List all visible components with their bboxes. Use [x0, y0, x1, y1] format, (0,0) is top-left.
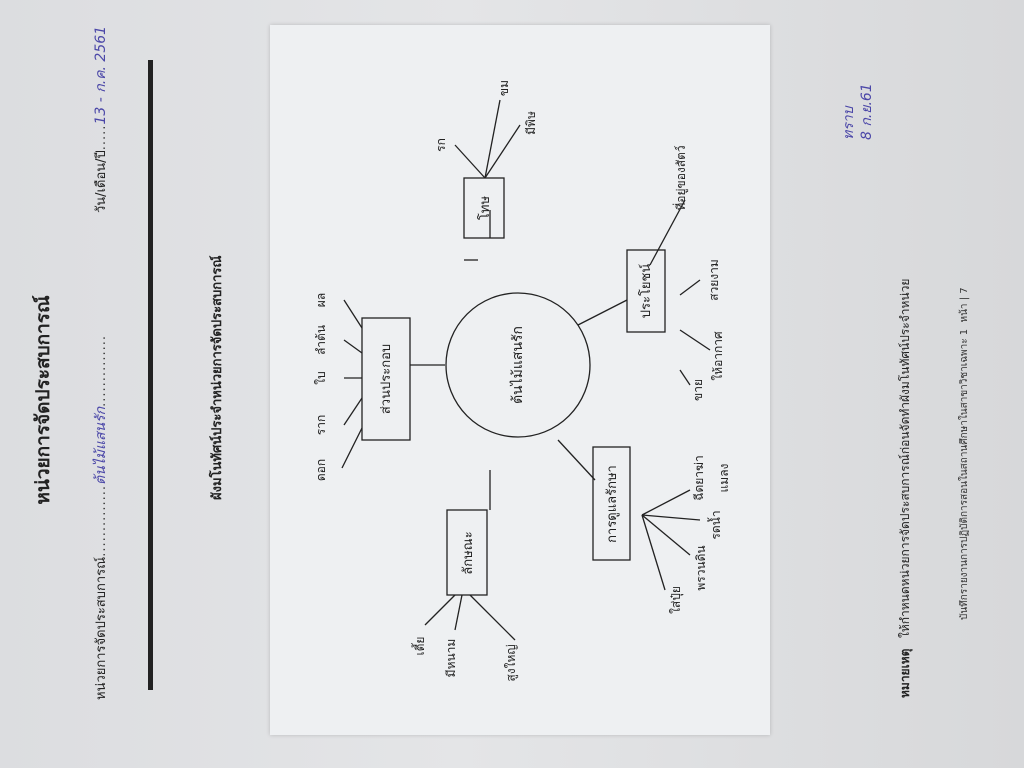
leaf-sell: ขาย [691, 379, 705, 401]
page-number: หน้า | 7 [959, 287, 970, 323]
traits-label: ลักษณะ [461, 531, 476, 574]
center-label: ต้นไม้แสนรัก [509, 326, 526, 404]
components-label: ส่วนประกอบ [379, 344, 394, 414]
leaf-till-soil: พรวนดิน [694, 545, 708, 590]
leaf-insects: แมลง [717, 464, 731, 493]
leaf-poisonous: มีพิษ [524, 111, 538, 135]
approval-line-2: 8 ก.ย.61 [859, 83, 875, 140]
leaf-flower: ดอก [314, 459, 328, 481]
connectors [341, 99, 711, 641]
harm-label: โทษ [477, 196, 493, 221]
leaf-tall: สูงใหญ่ [504, 644, 519, 681]
leaf-messy: รก [434, 138, 448, 152]
leaf-fruit: ผล [314, 293, 328, 307]
leaf-stem: ลำต้น [314, 325, 328, 355]
footer-text: บันทึกรายงานการปฏิบัติการสอนในสถานศึกษาใ… [959, 328, 970, 620]
leaf-spray: ฉีดยาฆ่า [692, 455, 706, 500]
leaf-water: รดน้ำ [707, 510, 723, 539]
note-text: ให้กำหนดหน่วยการจัดประสบการณ์ก่อนจัดทำผั… [898, 278, 912, 638]
leaf-thorny: มีหนาม [444, 639, 458, 678]
leaf-fertilize: ใส่ปุ๋ย [669, 586, 684, 614]
harm-box [463, 177, 505, 239]
leaf-short: เตี้ย [411, 637, 427, 656]
leaf-gives-air: ให้อากาศ [711, 331, 725, 381]
care-box [592, 446, 631, 561]
traits-box [446, 509, 488, 596]
approval-handwriting: ทราบ 8 ก.ย.61 [840, 83, 876, 140]
note-label: หมายเหตุ [898, 648, 912, 698]
leaf-bitter: ขม [497, 80, 511, 96]
leaf-beautiful: สวยงาม [707, 259, 721, 301]
leaf-animal-habitat: ที่อยู่ของสัตว์ [672, 145, 689, 210]
components-box [361, 317, 411, 441]
leaf-leaf: ใบ [314, 371, 328, 384]
page-footer: บันทึกรายงานการปฏิบัติการสอนในสถานศึกษาใ… [957, 287, 972, 620]
center-node [445, 292, 591, 438]
care-label: การดูแลรักษา [605, 465, 620, 543]
benefits-label: ประโยชน์ [638, 264, 654, 319]
leaf-root: ราก [314, 415, 328, 435]
benefits-box [626, 249, 666, 333]
approval-line-1: ทราบ [841, 106, 857, 141]
